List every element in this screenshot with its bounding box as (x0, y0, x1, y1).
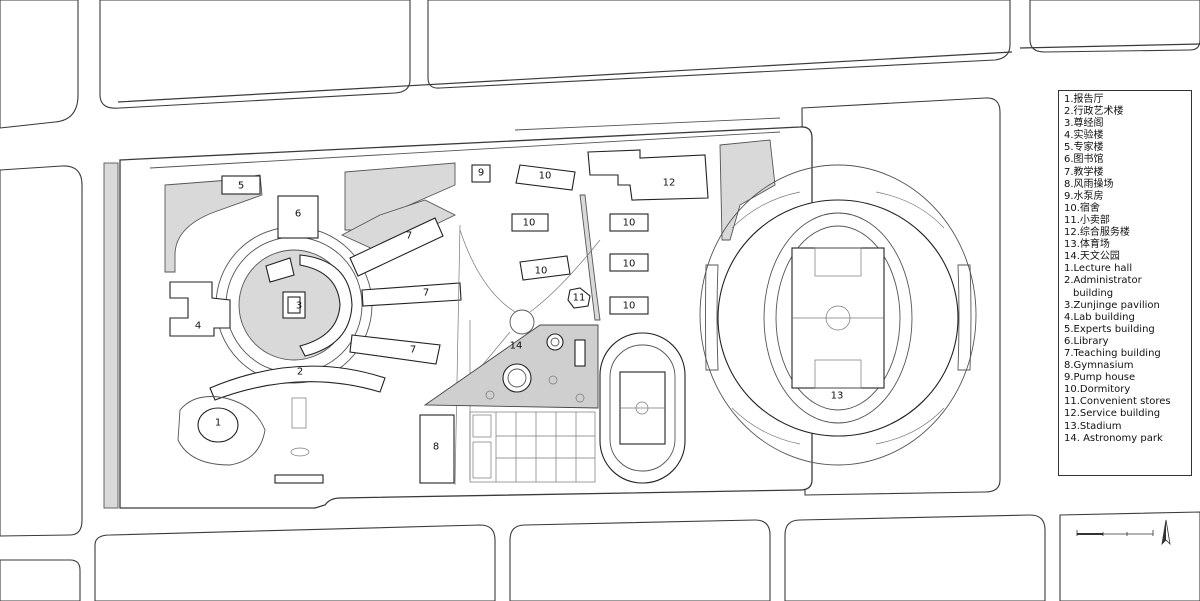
legend-item: 6.图书馆 (1064, 154, 1104, 166)
legend-item: 12.Service building (1064, 408, 1161, 420)
legend-item: 14.天文公园 (1064, 251, 1120, 263)
legend-item: 5.专家楼 (1064, 142, 1104, 154)
map-legend: 1.报告厅 2.行政艺术楼 3.尊经阁 4.实验楼 5.专家楼 6.图书馆 7.… (1058, 90, 1192, 476)
building-10c (519, 255, 571, 281)
building-7-upper (349, 217, 444, 277)
legend-item: 8.风雨操场 (1064, 178, 1114, 190)
label-11: 11 (573, 293, 586, 304)
building-10b (511, 213, 549, 232)
building-6 (277, 195, 319, 239)
legend-item: 13.体育场 (1064, 239, 1110, 251)
building-5 (221, 175, 261, 195)
label-8: 8 (433, 442, 439, 453)
building-7-lower (349, 334, 441, 365)
building-12 (587, 149, 709, 201)
canal (103, 162, 119, 509)
label-10f: 10 (623, 301, 636, 312)
stadium (699, 164, 977, 466)
legend-item: 1.报告厅 (1064, 94, 1104, 105)
legend-item: 3.尊经阁 (1064, 118, 1104, 130)
label-7-lower: 7 (410, 345, 416, 356)
label-10e: 10 (623, 259, 636, 270)
legend-item: 11.小卖部 (1064, 214, 1110, 226)
building-10e (609, 253, 649, 272)
label-10c: 10 (535, 266, 548, 277)
building-10a (515, 164, 576, 191)
building-11 (567, 287, 591, 309)
building-2 (209, 365, 386, 401)
legend-item: 4.Lab building (1064, 311, 1135, 323)
legend-item: 10.Dormitory (1064, 384, 1131, 396)
legend-item: 7.教学楼 (1064, 166, 1104, 178)
legend-item: 9.水泵房 (1064, 190, 1104, 202)
building-1 (197, 407, 239, 443)
label-3: 3 (296, 301, 302, 312)
label-6: 6 (295, 209, 301, 220)
label-7-upper: 7 (406, 231, 412, 242)
legend-item: 12.综合服务楼 (1064, 227, 1130, 239)
label-13: 13 (831, 391, 844, 402)
label-10a: 10 (539, 171, 552, 182)
label-10b: 10 (523, 218, 536, 229)
label-1: 1 (215, 418, 221, 429)
legend-item: 5.Experts building (1064, 323, 1155, 335)
legend-item: 7.Teaching building (1064, 347, 1161, 359)
building-7-middle (361, 282, 462, 307)
building-10d (609, 213, 649, 232)
legend-item: 8.Gymnasium (1064, 360, 1134, 372)
legend-item: 2.行政艺术楼 (1064, 106, 1124, 118)
legend-item: 13.Stadium (1064, 420, 1122, 432)
north-arrow-icon (1161, 519, 1171, 546)
scale-bar (1076, 530, 1154, 536)
building-9 (471, 164, 491, 183)
legend-item: 10.宿舍 (1064, 202, 1100, 214)
building-4 (169, 281, 231, 337)
label-7-middle: 7 (423, 288, 429, 299)
legend-item: 9.Pump house (1064, 372, 1136, 384)
running-track (599, 332, 686, 484)
label-12: 12 (663, 178, 676, 189)
label-14: 14 (510, 341, 523, 352)
legend-item: 1.Lecture hall (1064, 263, 1133, 275)
label-10d: 10 (623, 218, 636, 229)
legend-item: building (1073, 287, 1114, 299)
label-4: 4 (195, 321, 201, 332)
legend-item: 3.Zunjinge pavilion (1064, 299, 1160, 311)
legend-item: 14. Astronomy park (1064, 432, 1163, 444)
building-8 (419, 414, 455, 484)
label-9: 9 (478, 168, 484, 179)
sports-courts (469, 411, 596, 483)
legend-item: 4.实验楼 (1064, 130, 1104, 142)
legend-item: 2.Administrator (1064, 275, 1142, 287)
label-5: 5 (238, 181, 244, 192)
legend-item: 6.Library (1064, 335, 1109, 347)
label-2: 2 (297, 367, 303, 378)
building-10f (609, 296, 649, 315)
legend-item: 11.Convenient stores (1064, 396, 1171, 408)
